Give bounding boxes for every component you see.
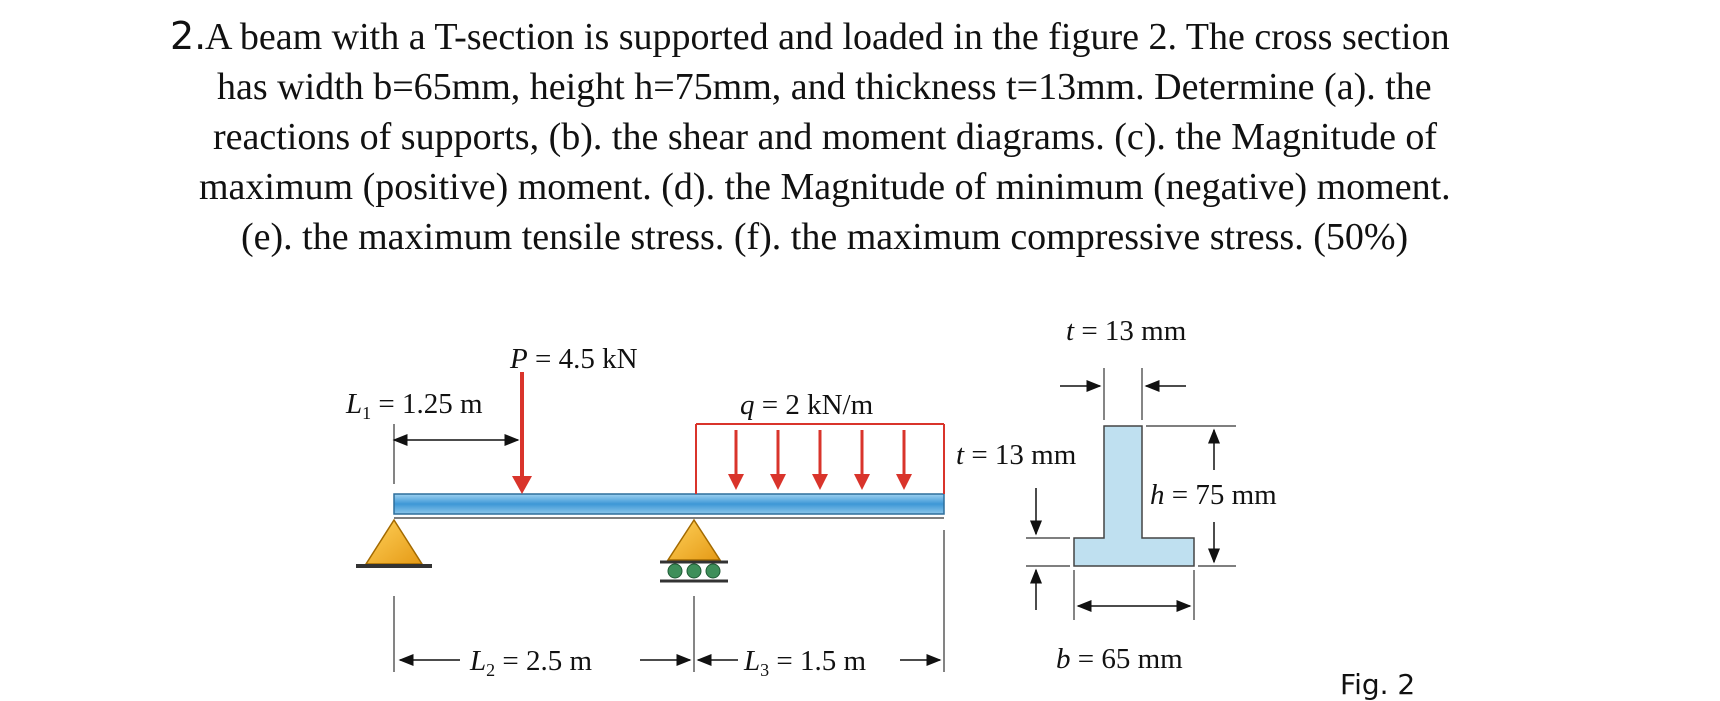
l2-value: = 2.5 m	[495, 645, 592, 677]
problem-line-5: (e). the maximum tensile stress. (f). th…	[241, 216, 1409, 258]
h-dimension	[1146, 425, 1236, 567]
t-left-var: t	[956, 439, 965, 471]
l3-value: = 1.5 m	[769, 645, 866, 677]
figure-caption: Fig. 2	[1340, 668, 1416, 701]
problem-line-2: has width b=65mm, height h=75mm, and thi…	[217, 66, 1432, 108]
b-label: b = 65 mm	[1056, 643, 1183, 675]
roller-support	[660, 518, 728, 583]
distributed-load-label: q = 2 kN/m	[740, 389, 874, 421]
h-var: h	[1150, 479, 1165, 511]
h-value: = 75 mm	[1165, 479, 1278, 511]
h-label: h = 75 mm	[1150, 479, 1277, 511]
b-dimension	[1073, 570, 1195, 620]
l2-var: L	[469, 645, 486, 677]
point-load-arrow	[512, 372, 532, 494]
t-left-dimension	[1026, 488, 1070, 610]
l3-label: L3 = 1.5 m	[743, 645, 866, 680]
l3-sub: 3	[760, 660, 769, 680]
l2-label: L2 = 2.5 m	[469, 645, 592, 680]
l3-var: L	[743, 645, 760, 677]
problem-number: 2.	[170, 14, 207, 58]
t-left-label: t = 13 mm	[956, 439, 1077, 471]
t-top-dimension	[1060, 368, 1186, 420]
l1-var: L	[345, 388, 362, 420]
l1-value: = 1.25 m	[371, 388, 483, 420]
t-left-value: = 13 mm	[964, 439, 1077, 471]
l1-label: L1 = 1.25 m	[345, 388, 483, 423]
point-load-label: P = 4.5 kN	[509, 343, 638, 375]
t-top-label: t = 13 mm	[1066, 315, 1187, 347]
l2-sub: 2	[486, 660, 495, 680]
b-var: b	[1056, 643, 1071, 675]
beam	[393, 493, 945, 519]
pin-support	[356, 518, 432, 568]
point-load-var: P	[509, 343, 528, 375]
problem-line-1: A beam with a T-section is supported and…	[205, 16, 1450, 58]
span-dimensions	[393, 530, 945, 672]
point-load-value: = 4.5 kN	[528, 343, 638, 375]
problem-line-4: maximum (positive) moment. (d). the Magn…	[199, 166, 1451, 208]
distributed-load-value: = 2 kN/m	[755, 389, 874, 421]
distributed-load-var: q	[740, 389, 755, 421]
t-top-value: = 13 mm	[1074, 315, 1187, 347]
l1-sub: 1	[362, 403, 371, 423]
l1-dimension	[392, 424, 520, 484]
b-value: = 65 mm	[1071, 643, 1184, 675]
problem-line-3: reactions of supports, (b). the shear an…	[213, 116, 1438, 158]
t-top-var: t	[1066, 315, 1075, 347]
t-cross-section	[1073, 425, 1195, 567]
distributed-load	[695, 423, 945, 494]
